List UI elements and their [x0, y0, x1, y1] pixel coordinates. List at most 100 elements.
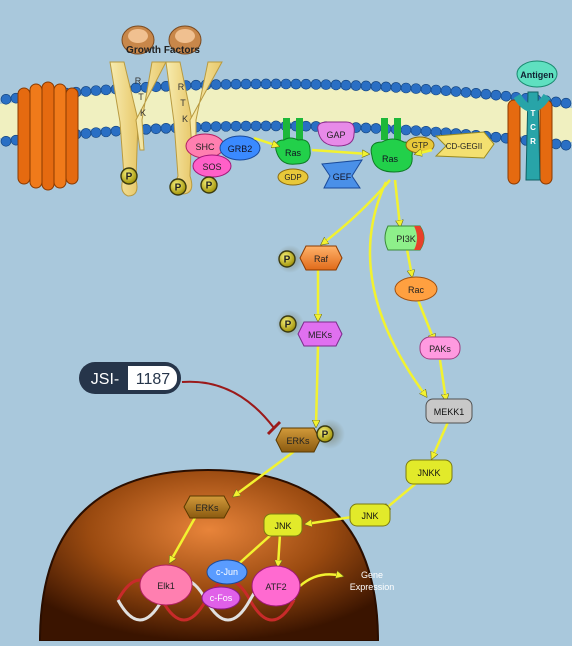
lipid-head	[80, 86, 92, 97]
rtk-letter: K	[182, 114, 188, 124]
lipid-head	[0, 135, 12, 147]
lipid-head	[310, 79, 322, 90]
tcr-receptor	[513, 60, 558, 181]
nuclear-jnk-label: JNK	[274, 521, 291, 531]
lipid-head	[230, 78, 242, 90]
meks-node	[297, 321, 343, 347]
gap-protein	[317, 121, 355, 147]
erks-node	[275, 427, 321, 453]
sos-label: SOS	[202, 162, 221, 172]
jnkk-node	[405, 459, 453, 485]
gap-label: GAP	[326, 130, 345, 140]
antigen-label: Antigen	[520, 70, 554, 80]
rac-label: Rac	[408, 285, 425, 295]
shc-label: SHC	[195, 142, 215, 152]
gene-expression-label: Expression	[350, 582, 395, 592]
mekk1-node	[425, 398, 473, 424]
lipid-head	[380, 81, 392, 93]
cjun-protein	[206, 559, 248, 585]
lipid-head	[500, 90, 512, 102]
membrane-channel	[17, 81, 79, 191]
nuclear-erks-label: ERKs	[195, 503, 219, 513]
lipid-head	[220, 121, 232, 132]
grb2-protein	[219, 135, 261, 161]
lipid-head	[320, 79, 332, 90]
inhibitor-prefix: JSI-	[91, 371, 119, 388]
lipid-head	[490, 89, 502, 101]
cascade-arrows	[170, 179, 448, 587]
phosphate-label: P	[285, 320, 292, 331]
raf-node	[299, 245, 343, 271]
lipid-head	[410, 83, 422, 94]
membrane-arrows	[253, 136, 433, 154]
nuclear-jnk-node	[263, 513, 303, 537]
phosphate-circle	[120, 167, 138, 185]
lipid-head	[250, 78, 262, 90]
lipid-head	[100, 84, 112, 96]
phosphate-label: P	[284, 255, 291, 266]
phosphate-label: P	[126, 172, 133, 183]
lipid-head	[490, 131, 502, 143]
lipid-head	[410, 125, 422, 136]
jnkk-label: JNKK	[417, 468, 440, 478]
elk1-label: Elk1	[157, 581, 175, 591]
lipid-head	[0, 93, 12, 105]
elk1-protein	[139, 564, 193, 606]
erks-label: ERKs	[286, 436, 310, 446]
lipid-head	[450, 86, 462, 97]
phosphate-label: P	[175, 183, 182, 194]
lipid-head	[370, 123, 382, 134]
pi3k-cap	[414, 226, 424, 250]
paks-label: PAKs	[429, 344, 451, 354]
lipid-head	[240, 78, 252, 90]
cfos-protein	[201, 586, 241, 610]
tcr-letter: R	[530, 137, 536, 146]
mekk1-label: MEKK1	[434, 407, 465, 417]
lipid-head	[300, 78, 312, 90]
rtk-letter: K	[140, 108, 146, 118]
lipid-head	[160, 123, 172, 134]
cfos-label: c-Fos	[210, 593, 233, 603]
lipid-head	[220, 79, 232, 90]
lipid-head	[190, 79, 202, 91]
growth-factors-label: Growth Factors	[126, 45, 200, 56]
rac-node	[394, 276, 438, 302]
raf-label: Raf	[314, 254, 329, 264]
lipid-head	[150, 123, 162, 135]
lipid-head	[90, 127, 102, 138]
rtk-letter: R	[135, 76, 142, 86]
lipid-head	[480, 88, 492, 100]
lipid-head	[420, 125, 432, 137]
lipid-head	[250, 120, 262, 132]
lipid-head	[280, 78, 292, 90]
lipid-head	[360, 122, 372, 134]
lipid-head	[420, 83, 432, 95]
inhibition-line	[181, 380, 275, 429]
grb2-label: GRB2	[228, 144, 253, 154]
gdp-molecule	[277, 168, 309, 186]
gdp-label: GDP	[284, 173, 301, 182]
lipid-head	[440, 85, 452, 97]
cd-gegii-protein	[434, 131, 495, 159]
lipid-head	[110, 125, 122, 137]
lipid-head	[270, 78, 282, 90]
lipid-head	[330, 79, 342, 91]
ras-gdp-protein	[275, 118, 311, 165]
lipid-head	[230, 120, 242, 132]
lipid-head	[370, 81, 382, 92]
lipid-head	[290, 78, 302, 90]
lipid-head	[560, 139, 572, 151]
atf2-label: ATF2	[265, 582, 286, 592]
meks-label: MEKs	[308, 330, 333, 340]
lipid-head	[360, 80, 372, 92]
lipid-head	[430, 84, 442, 96]
membrane-core	[0, 87, 572, 142]
gef-protein	[321, 159, 363, 189]
phosphate-label: P	[322, 430, 329, 441]
lipid-head	[350, 80, 362, 91]
pi3k-label: PI3K	[396, 234, 416, 244]
lipid-head	[270, 120, 282, 132]
gene-expression-label: Gene	[361, 570, 383, 580]
